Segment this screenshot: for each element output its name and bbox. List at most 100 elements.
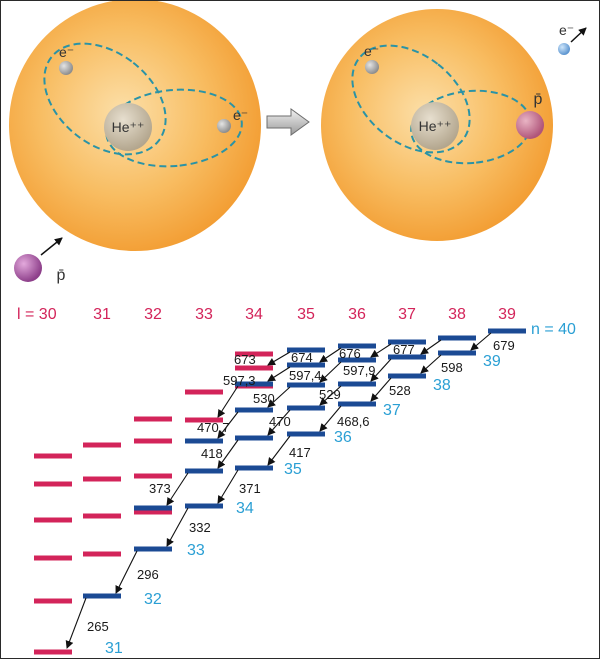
transition-arrow-8 (65, 597, 87, 649)
transition-arrows (65, 332, 492, 649)
n-label-34: 34 (236, 500, 254, 517)
left-nucleus (104, 103, 152, 151)
left-electron-2 (217, 119, 231, 133)
transition-label-1: 598 (441, 360, 463, 375)
l-label-39: 39 (498, 306, 516, 323)
level-l-30-5 (34, 649, 72, 655)
level-n-34 (185, 503, 223, 509)
l-header-prefix: l = 30 (17, 306, 57, 323)
transition-label-10: 597,9 (343, 363, 376, 378)
transition-label-17: 530 (253, 391, 275, 406)
level-n-37 (338, 401, 376, 407)
transition-arrow-18 (217, 411, 239, 439)
transition-arrow-20 (267, 366, 291, 382)
transition-label-13: 418 (201, 446, 223, 461)
right-atom: He⁺⁺ e⁻ p̄ (321, 9, 553, 241)
transition-label-18: 470,7 (197, 420, 230, 435)
level-l-34-18 (235, 365, 273, 371)
level-l-31-9 (83, 551, 121, 557)
level-l-32-13 (134, 509, 172, 515)
n-label-31: 31 (105, 640, 123, 657)
transition-arrow-13 (217, 439, 239, 469)
transition-labels: 679598528468,6417371332296265677597,9529… (87, 338, 515, 634)
transition-label-15: 676 (339, 346, 361, 361)
level-n-extra-8 (287, 382, 325, 388)
level-n-extra-3 (338, 343, 376, 349)
n-label-37: 37 (383, 402, 401, 419)
level-n-extra-4 (338, 357, 376, 363)
level-n-extra-0 (438, 335, 476, 341)
transition-label-3: 468,6 (337, 414, 370, 429)
level-n-35 (235, 465, 273, 471)
level-l-30-1 (34, 481, 72, 487)
transition-arrow-15 (370, 343, 392, 358)
transition-arrow-2 (370, 377, 392, 402)
bound-antiproton-label: p̄ (534, 91, 543, 108)
n-label-38: 38 (433, 377, 451, 394)
l-label-31: 31 (93, 306, 111, 323)
left-electron-1-label: e⁻ (59, 44, 74, 60)
transition-label-21: 673 (234, 352, 256, 367)
left-orbit-outer (43, 42, 167, 156)
ejected-electron-arrow (570, 27, 587, 43)
antiproton-direction-arrow (40, 237, 63, 256)
l-label-33: 33 (195, 306, 213, 323)
transition-arrow-12 (267, 409, 291, 436)
right-orbit-outer (351, 44, 471, 154)
level-n-extra-14 (185, 438, 223, 444)
transition-arrow-14 (166, 472, 189, 506)
level-l-30-4 (34, 598, 72, 604)
transition-arrow-6 (166, 507, 189, 547)
incoming-antiproton-ball (14, 254, 42, 282)
right-nucleus (411, 102, 459, 150)
n-label-40: n = 40 (531, 321, 576, 338)
l-label-37: 37 (398, 306, 416, 323)
transition-arrow-5 (217, 469, 239, 504)
l-label-36: 36 (348, 306, 366, 323)
transition-arrow-7 (115, 550, 138, 594)
transition-label-9: 677 (393, 342, 415, 357)
level-n-extra-2 (388, 354, 426, 360)
level-n-extra-13 (185, 468, 223, 474)
incoming-antiproton-label: p̄ (57, 267, 66, 284)
level-l-32-12 (134, 473, 172, 479)
transition-label-4: 417 (289, 445, 311, 460)
level-n-extra-9 (287, 405, 325, 411)
right-nucleus-label: He⁺⁺ (419, 118, 452, 134)
transition-arrow-19 (319, 347, 342, 363)
level-l-30-0 (34, 453, 72, 459)
energy-levels (34, 328, 526, 655)
l-label-38: 38 (448, 306, 466, 323)
level-n-38 (388, 373, 426, 379)
level-l-30-3 (34, 555, 72, 561)
level-n-39 (438, 350, 476, 356)
level-l-33-14 (185, 389, 223, 395)
transition-label-14: 373 (149, 481, 171, 496)
transition-label-2: 528 (389, 383, 411, 398)
level-n-extra-1 (388, 339, 426, 345)
transition-arrow-4 (267, 435, 291, 466)
n-label-39: 39 (483, 353, 501, 370)
level-n-extra-12 (235, 435, 273, 441)
left-atom: He⁺⁺ e⁻ e⁻ (9, 1, 261, 251)
transition-arrow-16 (319, 361, 342, 383)
n-label-32: 32 (144, 591, 162, 608)
transition-label-7: 296 (137, 567, 159, 582)
level-l-31-7 (83, 476, 121, 482)
transition-arrow-3 (319, 405, 342, 432)
level-n-extra-11 (235, 407, 273, 413)
level-n-extra-7 (287, 362, 325, 368)
l-label-32: 32 (144, 306, 162, 323)
level-l-30-2 (34, 517, 72, 523)
level-l-32-11 (134, 438, 172, 444)
bound-antiproton (516, 111, 544, 139)
transition-arrow-10 (370, 358, 392, 382)
ejected-electron-ball (558, 43, 570, 55)
ejected-electron: e⁻ (558, 22, 587, 55)
n-label-33: 33 (187, 542, 205, 559)
transition-arrow-17 (267, 386, 291, 408)
level-n-33 (134, 546, 172, 552)
